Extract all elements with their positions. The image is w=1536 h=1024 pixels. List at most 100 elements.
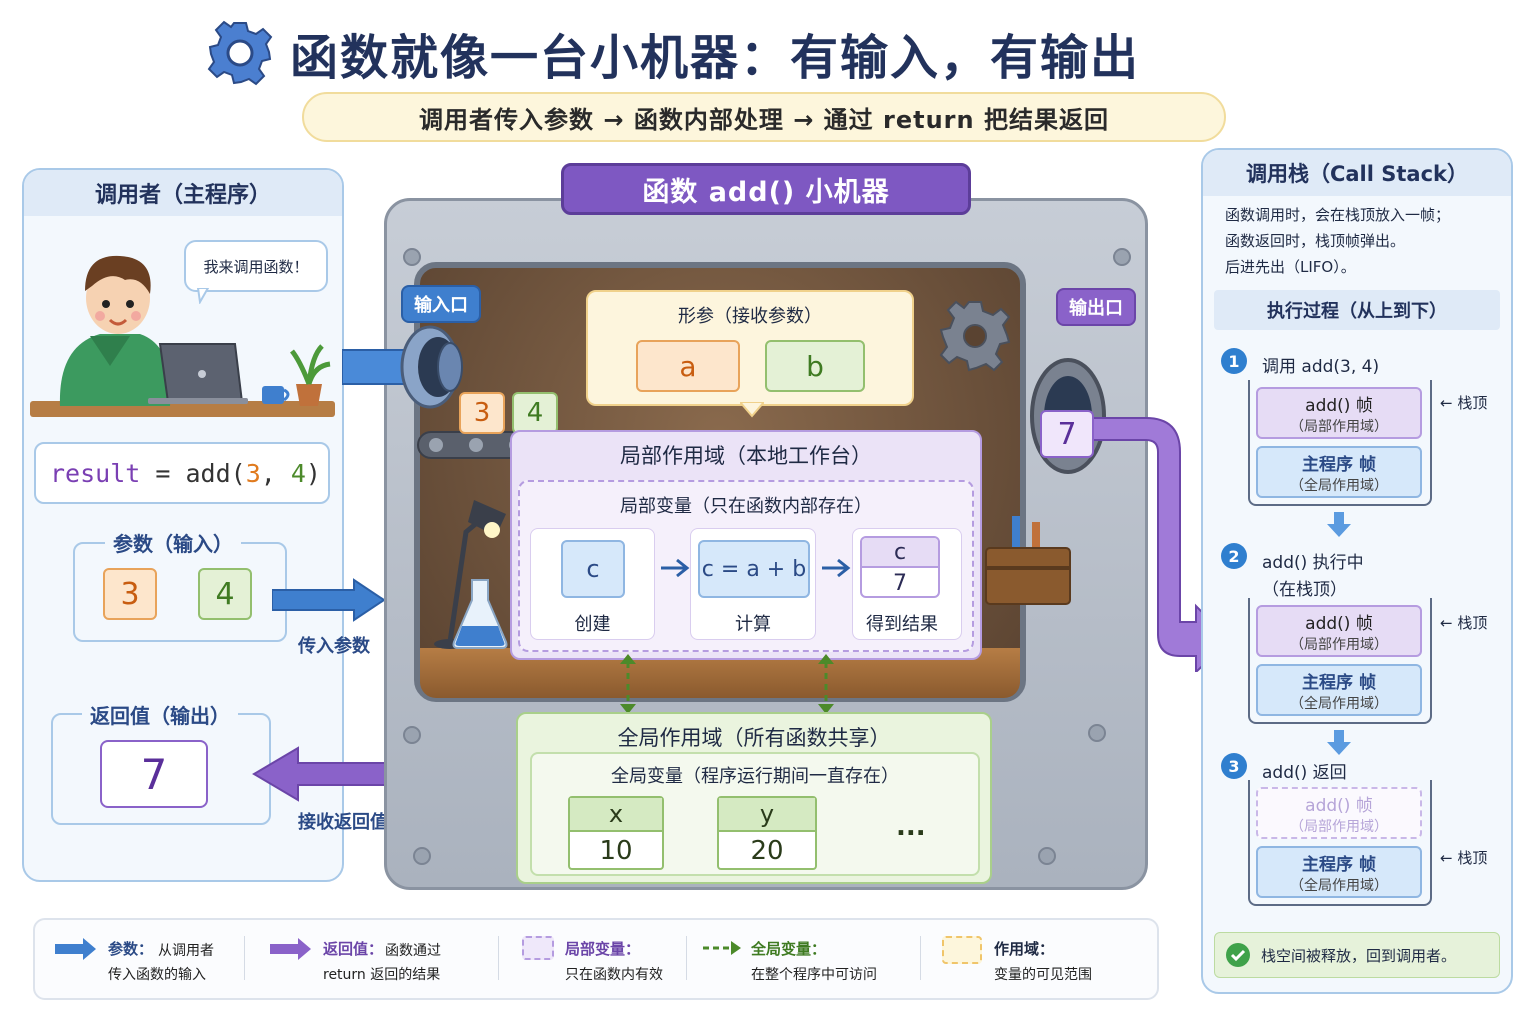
arrow-down-icon <box>1327 730 1351 755</box>
screw <box>1088 724 1106 742</box>
machine-gear-icon <box>939 300 1011 372</box>
step-text-2b: （在栈顶） <box>1262 580 1347 600</box>
legend-param-title: 参数： <box>108 940 154 958</box>
release-note: 栈空间被释放，回到调用者。 <box>1214 932 1500 978</box>
pass-label: 传入参数 <box>298 636 370 657</box>
toolbox-icon <box>985 516 1071 605</box>
legend-scope-title: 作用域： <box>994 940 1055 958</box>
output-value: 7 <box>1040 410 1094 458</box>
frame-main-label: 主程序 帧 <box>1302 854 1376 875</box>
step-create-cell: c <box>561 540 625 598</box>
frame-main-label: 主程序 帧 <box>1302 672 1376 693</box>
legend-global-title: 全局变量： <box>751 940 827 958</box>
step-compute-label: 计算 <box>735 614 771 635</box>
receive-label: 接收返回值 <box>298 812 388 833</box>
flask-icon <box>452 579 508 649</box>
page-title: 函数就像一台小机器：有输入，有输出 <box>290 30 1141 86</box>
step-result-label: 得到结果 <box>866 614 938 635</box>
param-value-a: 3 <box>103 568 157 620</box>
stack-container-1 <box>1248 380 1432 506</box>
stack-top-label: ← 栈顶 <box>1440 394 1488 412</box>
step-text-2: add() 执行中 <box>1262 553 1364 573</box>
release-text: 栈空间被释放，回到调用者。 <box>1261 946 1457 965</box>
legend-divider <box>920 936 921 980</box>
global-vars-title: 全局变量（程序运行期间一直存在） <box>611 766 899 787</box>
return-value: 7 <box>100 740 208 808</box>
input-pipe <box>342 325 463 409</box>
stack-frame-main: 主程序 帧 （全局作用域） <box>1256 446 1422 498</box>
stack-top-label: ← 栈顶 <box>1440 849 1488 867</box>
conveyor-value-b: 4 <box>512 392 558 434</box>
speech-bubble: 我来调用函数！ <box>184 240 328 292</box>
step-number-1: 1 <box>1221 348 1247 374</box>
legend-param-line2: 传入函数的输入 <box>108 967 206 983</box>
frame-add-sub: （局部作用域） <box>1290 418 1388 435</box>
legend-scope-swatch <box>942 936 982 964</box>
legend-return-title: 返回值： <box>323 940 384 958</box>
call-stack-desc-2: 函数返回时，栈顶帧弹出。 <box>1225 232 1406 250</box>
gear-icon <box>207 20 273 86</box>
params-box-pointer <box>740 402 764 418</box>
global-var-x: x 10 <box>568 796 664 870</box>
stack-container-2 <box>1248 598 1432 724</box>
stack-top-label: ← 栈顶 <box>1440 614 1488 632</box>
programmer-illustration <box>30 255 335 417</box>
arrow-right-icon <box>822 558 851 578</box>
code-sep: , <box>260 458 291 488</box>
call-stack-header: 调用栈（Call Stack） <box>1203 150 1511 196</box>
screw <box>403 726 421 744</box>
param-value-b: 4 <box>198 568 252 620</box>
legend-return-line2: return 返回的结果 <box>323 967 441 983</box>
global-var-x-value: 10 <box>599 836 633 866</box>
stack-frame-add-popped: add() 帧 （局部作用域） <box>1256 787 1422 839</box>
step-result-var: c <box>862 538 938 568</box>
global-var-y: y 20 <box>717 796 817 870</box>
screw <box>1038 847 1056 865</box>
stack-frame-main: 主程序 帧 （全局作用域） <box>1256 664 1422 716</box>
screw <box>413 847 431 865</box>
legend-return-rest: 函数通过 <box>385 943 441 959</box>
step-number-3: 3 <box>1221 753 1247 779</box>
frame-add-label: add() 帧 <box>1305 795 1373 816</box>
formal-param-a: a <box>636 340 740 392</box>
frame-main-sub: （全局作用域） <box>1290 477 1388 494</box>
frame-add-sub: （局部作用域） <box>1290 636 1388 653</box>
arrow-down-icon <box>1327 512 1351 537</box>
frame-add-sub: （局部作用域） <box>1290 818 1388 835</box>
code-var: result <box>50 458 141 488</box>
legend-global-line2: 在整个程序中可访问 <box>751 967 877 983</box>
step-compute-cell: c = a + b <box>698 540 810 598</box>
screw <box>1113 248 1131 266</box>
input-port-tag: 输入口 <box>401 285 481 323</box>
stack-frame-add: add() 帧 （局部作用域） <box>1256 605 1422 657</box>
frame-main-sub: （全局作用域） <box>1290 695 1388 712</box>
code-fn: add( <box>185 458 246 488</box>
frame-add-label: add() 帧 <box>1305 613 1373 634</box>
stack-frame-add: add() 帧 （局部作用域） <box>1256 387 1422 439</box>
legend-local-title: 局部变量： <box>565 940 641 958</box>
pass-arrow-icon <box>272 578 386 622</box>
output-port-tag: 输出口 <box>1056 288 1136 326</box>
code-eq: = <box>140 458 186 488</box>
stack-container-3 <box>1248 780 1432 906</box>
step-result-cell: c 7 <box>860 536 940 598</box>
local-scope-title: 局部作用域（本地工作台） <box>620 444 872 468</box>
frame-main-label: 主程序 帧 <box>1302 454 1376 475</box>
formal-param-b: b <box>765 340 865 392</box>
legend-param-rest: 从调用者 <box>158 943 214 959</box>
code-arg-a: 3 <box>245 458 261 488</box>
legend-blue-arrow-icon <box>55 938 96 960</box>
code-arg-b: 4 <box>290 458 306 488</box>
check-circle-icon <box>1226 943 1250 967</box>
return-title: 返回值（输出） <box>82 700 238 729</box>
legend-dashed-arrow-icon <box>703 941 741 955</box>
step-create-label: 创建 <box>574 614 611 635</box>
global-vars-more: ... <box>896 812 926 842</box>
params-title: 参数（输入） <box>105 528 241 557</box>
speech-bubble-tail <box>196 288 210 304</box>
legend-local-line2: 只在函数内有效 <box>565 967 663 983</box>
frame-main-sub: （全局作用域） <box>1290 877 1388 894</box>
scope-connectors <box>620 654 834 714</box>
call-code: result = add(3, 4) <box>34 442 330 504</box>
arrow-right-icon <box>661 558 690 578</box>
